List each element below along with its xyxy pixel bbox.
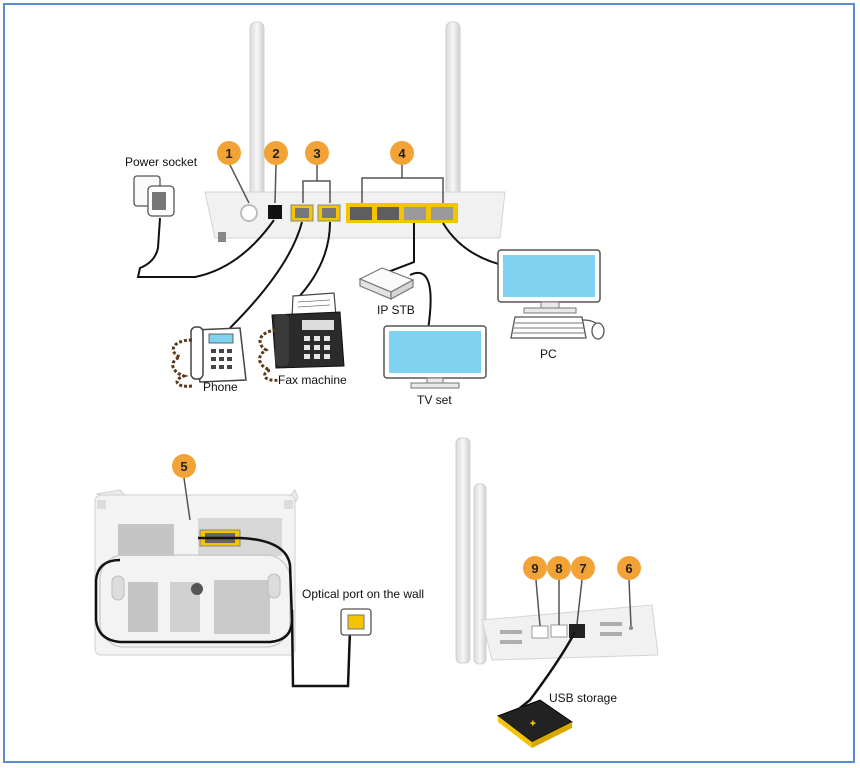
callout-7: 7 (571, 556, 595, 580)
antenna-right (445, 21, 461, 198)
callout-9: 9 (523, 556, 547, 580)
pc-icon (497, 249, 605, 340)
pc-label: PC (540, 347, 557, 361)
phone-icon (171, 326, 247, 388)
diagram-frame (3, 3, 855, 763)
fax-machine-icon (258, 292, 345, 382)
callout-2-number: 2 (272, 146, 279, 161)
ip-stb-icon (358, 267, 415, 301)
callout-3: 3 (305, 141, 329, 165)
usb-cable (519, 631, 577, 709)
callout-7-number: 7 (579, 561, 586, 576)
power-socket-label: Power socket (125, 155, 198, 169)
callout-6: 6 (617, 556, 641, 580)
callout-4: 4 (390, 141, 414, 165)
callout-1-number: 1 (225, 146, 232, 161)
router-underside-body (94, 494, 296, 656)
usb-storage-label: USB storage (549, 691, 617, 705)
optical-cable-loop (94, 536, 294, 644)
router-side-view (455, 437, 659, 665)
callout-8-number: 8 (555, 561, 562, 576)
ip-stb-label: IP STB (377, 303, 415, 317)
router-rear-view (204, 21, 506, 242)
svg-text:⯌: ⯌ (529, 718, 536, 728)
fax-machine-label: Fax machine (278, 373, 347, 387)
callout-8: 8 (547, 556, 571, 580)
callout-6-number: 6 (625, 561, 632, 576)
cables-top (136, 217, 541, 331)
callout-5-number: 5 (180, 459, 187, 474)
tv-set-label: TV set (417, 393, 452, 407)
callout-1: 1 (217, 141, 241, 165)
callout-5: 5 (172, 454, 196, 521)
power-socket-icon (133, 175, 175, 217)
power-button (240, 204, 258, 222)
power-jack (268, 205, 282, 219)
optical-port-label: Optical port on the wall (302, 587, 424, 601)
callout-brackets-side (535, 579, 632, 627)
optical-cable-to-wall (290, 609, 352, 688)
optical-wall-port-icon (340, 608, 372, 636)
tv-set-icon (383, 325, 487, 389)
lan-ports (346, 203, 458, 223)
phone-label: Phone (203, 380, 238, 394)
router-bottom-view (94, 489, 299, 656)
callout-2: 2 (264, 141, 288, 165)
usb-storage-icon: ⯌ (496, 699, 573, 748)
antenna-left (249, 21, 265, 198)
callout-4-number: 4 (398, 146, 406, 161)
callout-3-number: 3 (313, 146, 320, 161)
tel-ports (290, 204, 341, 222)
callout-brackets (228, 162, 444, 204)
callout-9-number: 9 (531, 561, 538, 576)
